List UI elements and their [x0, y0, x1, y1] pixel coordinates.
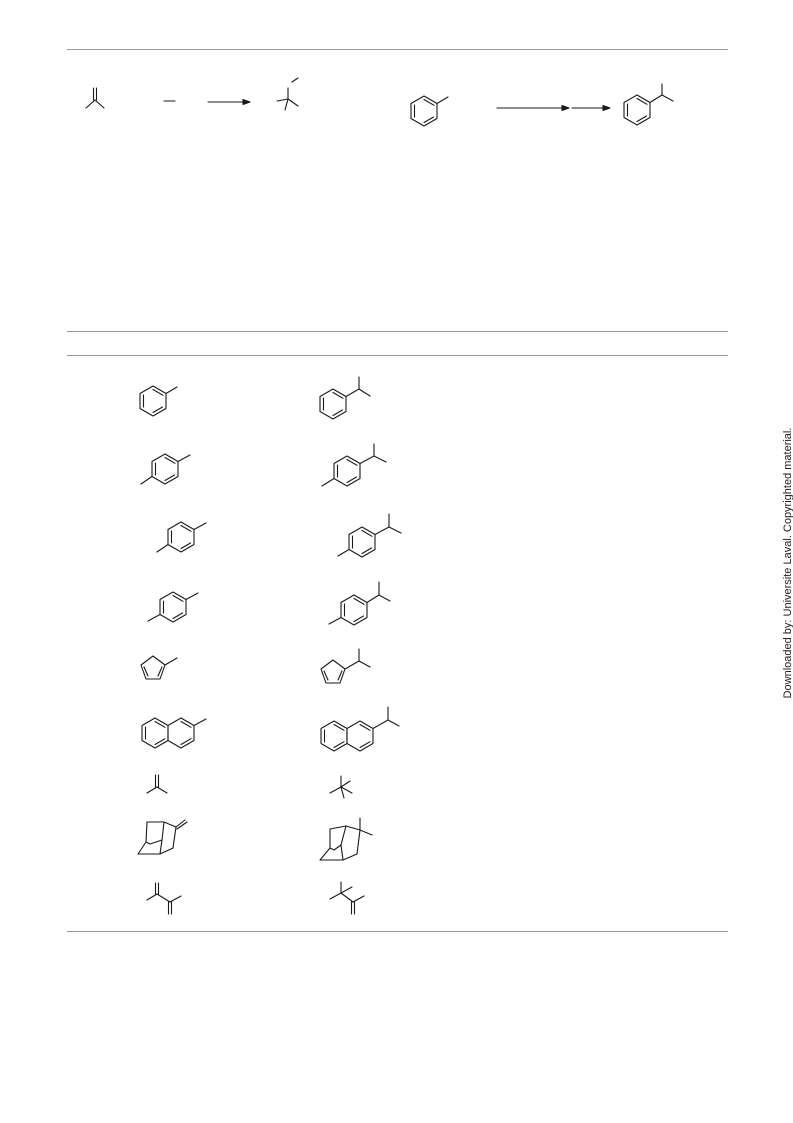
product-p-cymene	[337, 513, 402, 558]
table-row-8	[137, 817, 373, 861]
scheme-toluene-structure	[410, 95, 449, 127]
substrate-toluene	[139, 385, 178, 417]
scheme-arrow-2	[496, 104, 570, 112]
table-row-1	[139, 376, 371, 420]
product-2-2-dimethyladamantane	[319, 817, 373, 861]
table-row-9	[146, 881, 365, 915]
substrate-2-methyleneadamantane	[137, 819, 188, 855]
table-row-3	[156, 513, 402, 558]
substrate-isobutene	[146, 774, 168, 794]
scheme	[85, 77, 674, 127]
scheme-cumene-product	[623, 83, 674, 126]
substrate-2-methylthiophene	[140, 655, 178, 680]
table-bottom-rule	[67, 931, 728, 932]
product-cumene	[319, 376, 371, 420]
product-tert-butyl	[329, 775, 353, 799]
table-row-4	[147, 581, 391, 626]
scheme-isobutene-structure	[85, 87, 105, 109]
substrate-2-methylnaphthalene	[141, 717, 207, 749]
table-row-7	[146, 774, 353, 799]
scheme-arrow-1	[207, 98, 251, 106]
substrate-p-xylene	[140, 453, 191, 485]
table-top-rule	[67, 331, 728, 332]
substrate-p-xylene	[147, 591, 199, 623]
table-row-6	[141, 706, 400, 752]
product-2-isopropylthiophene	[320, 648, 371, 684]
product-p-cymene	[328, 581, 391, 626]
scheme-top-rule	[67, 49, 728, 50]
scheme-tert-butyl-product	[276, 77, 299, 111]
product-2-isopropylnaphthalene	[320, 706, 400, 752]
table-header-rule	[67, 355, 728, 356]
table-row-5	[140, 648, 371, 684]
product-2-3-3-trimethylbut-1-ene	[329, 881, 365, 915]
download-watermark: Downloaded by: Universite Laval. Copyrig…	[782, 427, 793, 699]
substrate-p-xylene	[156, 521, 207, 553]
scheme-arrow-3	[571, 104, 611, 112]
table-row-2	[140, 443, 387, 487]
substrate-2-3-dimethylbutadiene	[146, 882, 182, 915]
product-p-cymene	[321, 443, 387, 487]
